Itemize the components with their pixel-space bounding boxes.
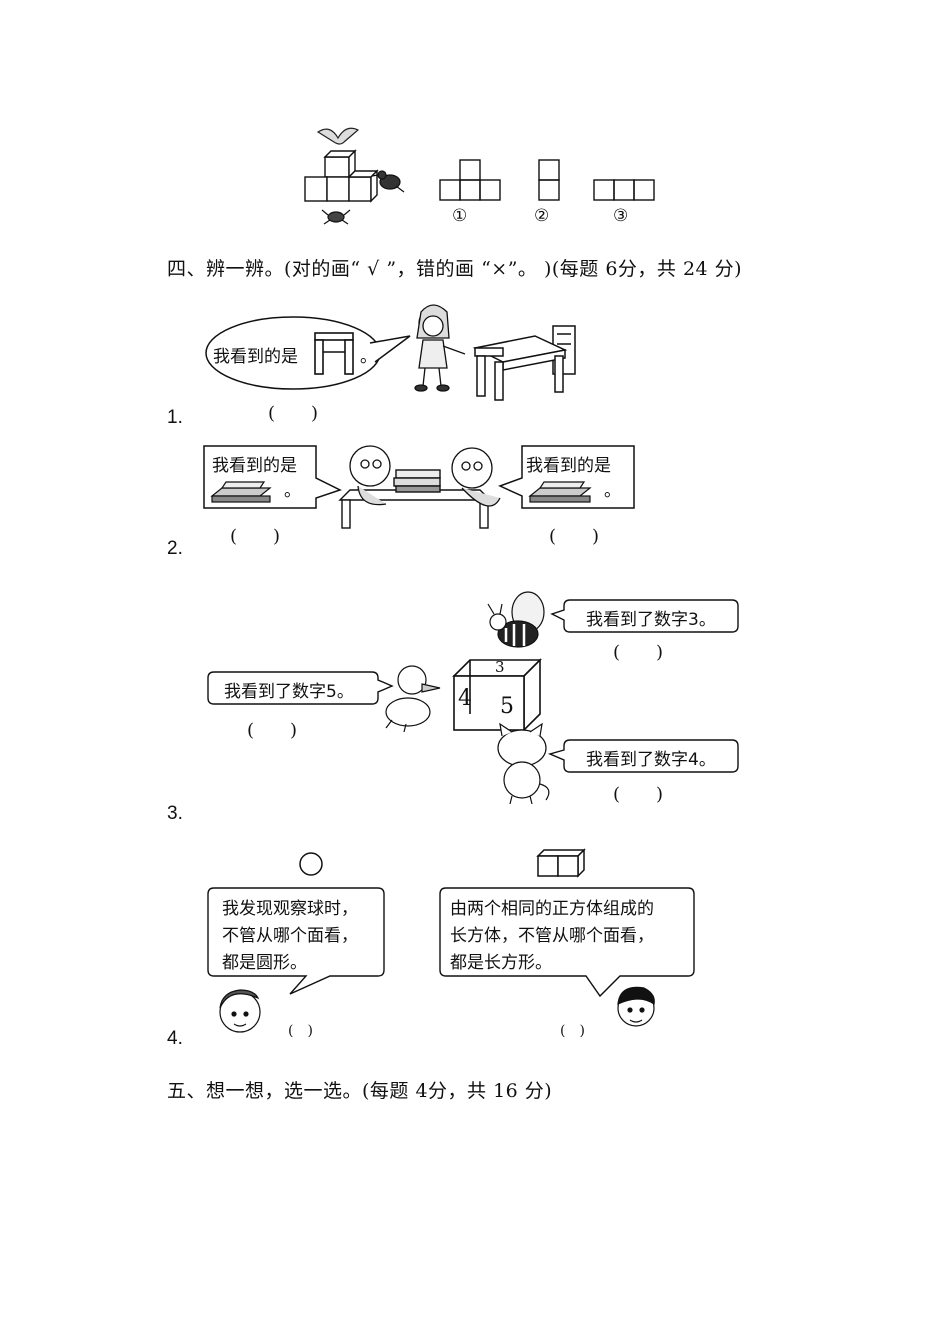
q2-left-bubble-end: 。 <box>284 481 301 501</box>
q2-right-answer-paren[interactable]: ( ) <box>549 526 600 547</box>
view-1-drawing <box>439 159 501 201</box>
cube-stack-drawing <box>304 127 655 225</box>
q2-left-answer-paren[interactable]: ( ) <box>230 526 281 547</box>
crab-icon <box>321 209 351 225</box>
table-front-view-icon <box>314 332 354 375</box>
q4-number: 4. <box>167 1028 183 1049</box>
view-label-1: ① <box>452 206 468 226</box>
q3-bee-answer-paren[interactable]: ( ) <box>613 642 664 663</box>
girl-icon <box>414 304 466 392</box>
book-stack-right-icon <box>528 481 592 503</box>
cube-left-face-number: 4 <box>458 686 472 711</box>
bird-icon <box>316 127 360 145</box>
number-cube-icon <box>452 658 542 732</box>
q2-drawing <box>203 445 635 529</box>
table-chair-icon <box>472 325 576 401</box>
view-label-2: ② <box>534 206 550 226</box>
q4-left-line-3: 都是圆形。 <box>222 953 307 973</box>
question-1: 我看到的是 。 ( ) <box>165 298 595 428</box>
q2-number: 2. <box>167 538 183 559</box>
question-4: 我发现观察球时， 不管从哪个面看， 都是圆形。 由两个相同的正方体组成的 长方体… <box>200 848 700 1043</box>
q1-drawing <box>205 304 576 401</box>
q4-drawing <box>207 848 695 1033</box>
q2-right-bubble-text: 我看到的是 <box>526 456 611 476</box>
q3-duck-bubble-text: 我看到了数字5。 <box>224 682 354 702</box>
q3-duck-answer-paren[interactable]: ( ) <box>247 720 298 741</box>
q1-answer-paren[interactable]: ( ) <box>268 403 319 424</box>
question-2: 我看到的是 。 我看到的是 。 ( ) ( ) <box>200 438 640 550</box>
boy-left-icon <box>349 445 391 506</box>
q4-right-answer-paren[interactable]: ( ) <box>560 1023 585 1039</box>
view-2-drawing <box>538 159 560 201</box>
q3-number: 3. <box>167 803 183 824</box>
q1-number: 1. <box>167 407 183 428</box>
q1-bubble-end: 。 <box>360 347 377 367</box>
q3-bee-bubble-text: 我看到了数字3。 <box>586 610 716 630</box>
section5-heading: 五、想一想，选一选。(每题 4分，共 16 分) <box>167 1080 553 1102</box>
boy-face-right-icon <box>617 986 655 1027</box>
q4-left-line-2: 不管从哪个面看， <box>222 926 358 946</box>
q4-left-bubble-text: 我发现观察球时， 不管从哪个面看， 都是圆形。 <box>222 896 358 977</box>
cube-front-face-number: 5 <box>500 694 514 719</box>
crow-icon <box>371 170 405 193</box>
section4-heading: 四、辨一辨。(对的画“ √ ”，错的画 “×”。 )(每题 6分，共 24 分) <box>167 258 743 280</box>
boy-face-left-icon <box>219 989 261 1033</box>
cube-top-face-number: 3 <box>495 658 505 676</box>
cuboid-icon <box>536 848 586 878</box>
q2-right-bubble-end: 。 <box>604 481 621 501</box>
top-figure: ① ② ③ <box>300 120 670 235</box>
q3-drawing <box>207 591 739 805</box>
table-with-books-icon <box>338 469 492 529</box>
boy-right-icon <box>451 447 501 507</box>
q4-left-answer-paren[interactable]: ( ) <box>288 1023 313 1039</box>
q3-cat-answer-paren[interactable]: ( ) <box>613 784 664 805</box>
cat-icon <box>497 722 550 805</box>
book-stack-left-icon <box>210 481 272 503</box>
q3-cat-bubble-text: 我看到了数字4。 <box>586 750 716 770</box>
ball-icon <box>299 852 323 876</box>
duck-icon <box>385 665 441 733</box>
q4-right-line-3: 都是长方形。 <box>450 953 552 973</box>
q4-right-line-1: 由两个相同的正方体组成的 <box>450 899 654 919</box>
q4-right-line-2: 长方体，不管从哪个面看， <box>450 926 654 946</box>
q2-left-bubble-text: 我看到的是 <box>212 456 297 476</box>
bee-icon <box>487 591 545 648</box>
view-label-3: ③ <box>613 206 629 226</box>
question-3: 我看到了数字3。 我看到了数字5。 我看到了数字4。 3 4 5 ( ) ( )… <box>200 588 755 816</box>
q1-bubble-text: 我看到的是 <box>213 347 298 367</box>
view-3-drawing <box>593 179 655 201</box>
q4-right-bubble-text: 由两个相同的正方体组成的 长方体，不管从哪个面看， 都是长方形。 <box>450 896 654 977</box>
q4-left-line-1: 我发现观察球时， <box>222 899 358 919</box>
